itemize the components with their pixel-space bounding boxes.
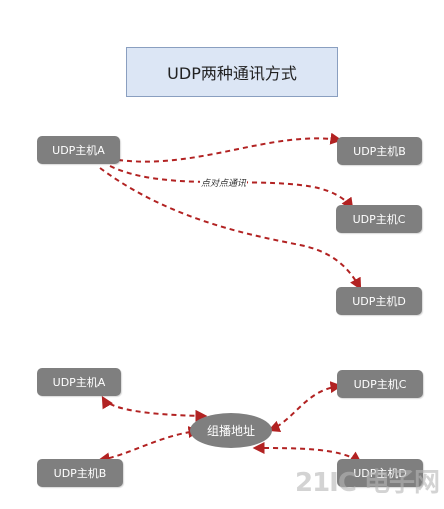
multicast-host-d: UDP主机D (337, 459, 423, 487)
multicast-host-a: UDP主机A (37, 368, 121, 396)
diagram-title: UDP两种通讯方式 (126, 47, 338, 97)
watermark-logo: 21IC 电子网 (295, 468, 440, 498)
edge-a-to-b (117, 132, 343, 163)
unicast-host-b: UDP主机B (337, 137, 422, 165)
unicast-host-d: UDP主机D (336, 287, 422, 315)
multicast-host-b: UDP主机B (37, 459, 123, 487)
unicast-host-c: UDP主机C (336, 205, 422, 233)
edge-mb-to-center (97, 426, 201, 465)
unicast-host-a: UDP主机A (37, 136, 120, 164)
multicast-host-c: UDP主机C (337, 370, 423, 398)
edge-label-p2p: 点对点通讯 (200, 176, 248, 189)
edge-md-to-center (252, 442, 362, 464)
edge-mc-to-center (267, 381, 343, 432)
multicast-address: 组播地址 (190, 413, 272, 448)
edge-ma-to-center (101, 395, 208, 422)
